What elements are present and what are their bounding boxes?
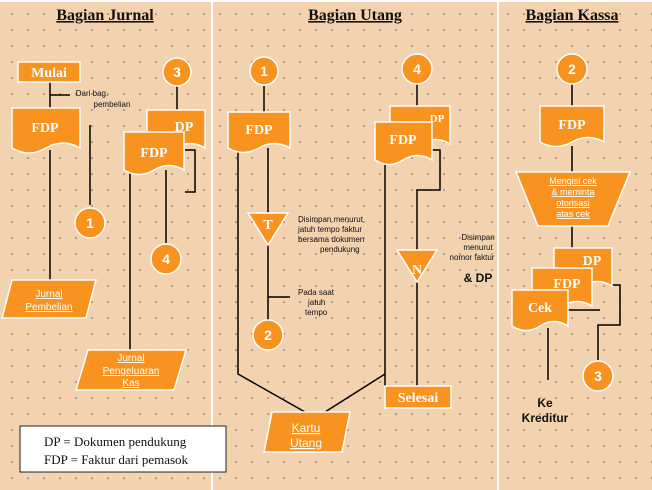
svg-text:FDP: FDP: [558, 118, 586, 133]
svg-text:otorisasi: otorisasi: [556, 198, 590, 208]
note-storage-t: Disimpan menurut jatuh tempo faktur bers…: [297, 215, 364, 254]
svg-text:Pengeluaran: Pengeluaran: [103, 366, 160, 377]
legend-dp: DP = Dokumen pendukung: [44, 434, 187, 449]
jurnal-fdp2-document[interactable]: FDP: [123, 131, 185, 176]
note-storage-n: Disimpan menurut nomor faktur & DP: [450, 233, 495, 285]
svg-text:Pembelian: Pembelian: [25, 302, 72, 313]
svg-text:bersama dokumen: bersama dokumen: [298, 235, 364, 244]
svg-text:FDP: FDP: [389, 133, 417, 148]
note-dari-bag-pembelian: Dari bag. pembelian: [76, 89, 131, 109]
end-terminal[interactable]: Selesai: [384, 385, 452, 409]
svg-text:FDP: FDP: [140, 146, 168, 161]
manual-process-isi-cek[interactable]: Mengisi cek & meminta otorisasi atas cek: [514, 171, 632, 227]
svg-text:Kreditur: Kreditur: [522, 411, 569, 425]
utang-connector-4[interactable]: 4: [401, 53, 433, 85]
svg-text:Ke: Ke: [537, 396, 553, 410]
kassa-connector-2[interactable]: 2: [556, 53, 588, 85]
svg-text:Jurnal: Jurnal: [35, 289, 62, 300]
jurnal-connector-1[interactable]: 1: [74, 207, 106, 239]
kassa-fdp-document[interactable]: FDP: [539, 105, 605, 148]
svg-text:2: 2: [264, 327, 272, 343]
utang-connector-2[interactable]: 2: [252, 319, 284, 351]
svg-text:Disimpan: Disimpan: [461, 233, 494, 242]
ke-kreditur-label: Ke Kreditur: [522, 396, 569, 425]
svg-text:& DP: & DP: [464, 271, 493, 285]
jurnal-connector-4[interactable]: 4: [150, 243, 182, 275]
svg-text:jatuh: jatuh: [307, 298, 325, 307]
svg-text:nomor faktur: nomor faktur: [450, 253, 495, 262]
svg-text:N: N: [412, 263, 422, 278]
legend-fdp: FDP = Faktur dari pemasok: [44, 452, 189, 467]
svg-text:1: 1: [260, 63, 268, 79]
jurnal-lines: [49, 80, 196, 350]
start-label: Mulai: [31, 66, 67, 81]
svg-text:Mengisi cek: Mengisi cek: [549, 176, 597, 186]
svg-text:pembelian: pembelian: [94, 100, 131, 109]
svg-text:Kartu: Kartu: [292, 421, 321, 435]
title-bagian-jurnal: Bagian Jurnal: [56, 7, 154, 24]
utang-fdp-document[interactable]: FDP: [227, 111, 291, 154]
svg-text:Dari bag.: Dari bag.: [76, 89, 108, 98]
svg-text:Disimpan menurut: Disimpan menurut: [298, 215, 364, 224]
svg-text:menurut: menurut: [463, 243, 493, 252]
jurnal-pengeluaran-kas-document[interactable]: Jurnal Pengeluaran Kas: [74, 349, 188, 391]
utang-lines: [237, 84, 441, 413]
svg-text:FDP: FDP: [245, 123, 273, 138]
legend-box: DP = Dokumen pendukung FDP = Faktur dari…: [19, 425, 227, 473]
cek-document[interactable]: Cek: [511, 289, 569, 332]
svg-text:T: T: [263, 218, 273, 233]
svg-text:Cek: Cek: [528, 301, 552, 316]
svg-text:tempo: tempo: [305, 308, 328, 317]
svg-text:Jurnal: Jurnal: [117, 353, 144, 364]
utang-connector-1[interactable]: 1: [249, 56, 279, 86]
svg-text:& meminta: & meminta: [551, 187, 594, 197]
note-pada-saat-jatuh-tempo: Pada saat jatuh tempo: [298, 288, 335, 317]
jurnal-fdp-document[interactable]: FDP: [11, 107, 81, 154]
svg-text:Utang: Utang: [290, 436, 322, 450]
storage-n-triangle[interactable]: N: [395, 249, 439, 284]
svg-text:4: 4: [162, 251, 170, 267]
jurnal-pembelian-document[interactable]: Jurnal Pembelian: [1, 279, 97, 319]
svg-text:FDP: FDP: [553, 277, 581, 292]
svg-text:3: 3: [173, 64, 181, 80]
svg-text:DP: DP: [430, 113, 445, 125]
svg-text:3: 3: [594, 368, 602, 384]
svg-text:pendukung: pendukung: [320, 245, 360, 254]
svg-text:Selesai: Selesai: [398, 391, 439, 406]
kassa-lines: [547, 84, 621, 380]
svg-text:jatuh tempo faktur: jatuh tempo faktur: [297, 225, 362, 234]
svg-text:4: 4: [413, 61, 421, 77]
svg-text:2: 2: [568, 61, 576, 77]
svg-text:Kas: Kas: [122, 378, 139, 389]
start-terminal[interactable]: Mulai: [17, 61, 81, 83]
kassa-connector-3[interactable]: 3: [582, 360, 614, 392]
svg-text:atas cek: atas cek: [556, 209, 590, 219]
svg-text:1: 1: [86, 215, 94, 231]
storage-t-triangle[interactable]: T: [246, 212, 290, 247]
jurnal-connector-3[interactable]: 3: [162, 57, 192, 87]
svg-text:DP: DP: [583, 254, 602, 269]
title-bagian-utang: Bagian Utang: [308, 7, 402, 24]
kartu-utang-document[interactable]: Kartu Utang: [263, 411, 351, 453]
svg-text:Pada saat: Pada saat: [298, 288, 335, 297]
svg-text:FDP: FDP: [31, 121, 59, 136]
title-bagian-kassa: Bagian Kassa: [526, 7, 619, 24]
utang-fdp2-document[interactable]: FDP: [374, 121, 433, 166]
